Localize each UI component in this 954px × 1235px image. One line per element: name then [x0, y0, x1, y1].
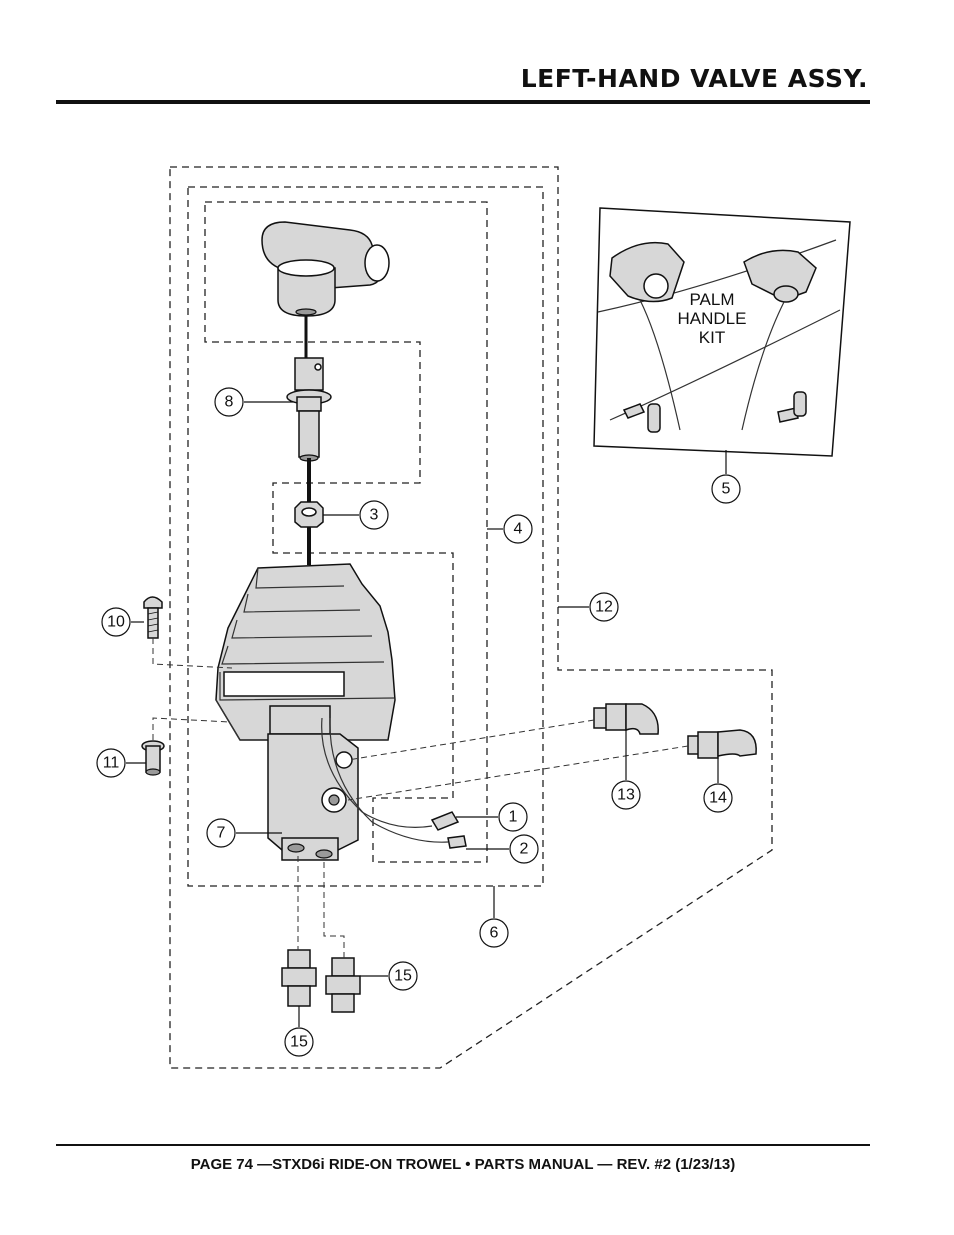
assembly-boundary-4 [204, 201, 488, 863]
callout-8: 8 [214, 387, 244, 417]
assembly-boundary-6 [187, 186, 544, 887]
callout-6: 6 [479, 918, 509, 948]
page-title: LEFT-HAND VALVE ASSY. [520, 64, 868, 93]
hex-nut [294, 501, 324, 528]
callout-7: 7 [206, 818, 236, 848]
callout-1: 1 [498, 802, 528, 832]
callout-2: 2 [509, 834, 539, 864]
svg-text:5: 5 [722, 481, 731, 498]
svg-text:10: 10 [107, 614, 125, 631]
leader-lines [126, 401, 727, 1027]
svg-text:6: 6 [490, 925, 499, 942]
svg-text:15: 15 [290, 1034, 308, 1051]
callout-5: 5 [711, 474, 741, 504]
palm-handle-kit-inset [593, 207, 851, 457]
callout-10: 10 [101, 607, 131, 637]
callout-11: 11 [96, 748, 126, 778]
callout-15-right: 15 [388, 961, 418, 991]
fitting-14-path-line [347, 745, 689, 801]
fitting-13-path-line [347, 719, 595, 761]
footer-rule [56, 1144, 870, 1146]
svg-text:2: 2 [520, 841, 529, 858]
svg-text:12: 12 [595, 599, 613, 616]
svg-text:11: 11 [103, 755, 120, 772]
elbow-fitting-14 [687, 729, 757, 759]
handle-grip [261, 221, 390, 317]
callout-12: 12 [589, 592, 619, 622]
kit-label-line2: HANDLE [678, 309, 747, 328]
kit-label-line1: PALM [689, 290, 734, 309]
svg-text:7: 7 [217, 825, 226, 842]
callout-14: 14 [703, 783, 733, 813]
adapter-fitting-right [325, 957, 361, 1013]
svg-text:15: 15 [394, 968, 412, 985]
shaft-adapter [286, 357, 332, 462]
callout-3: 3 [359, 500, 389, 530]
page-footer: PAGE 74 —STXD6i RIDE-ON TROWEL • PARTS M… [190, 1156, 736, 1173]
kit-label-line3: KIT [699, 328, 725, 347]
adapter-right-path-line [323, 862, 345, 958]
svg-text:8: 8 [225, 394, 234, 411]
elbow-fitting-13 [593, 703, 659, 735]
rubber-boot [215, 563, 396, 741]
bushing [141, 740, 165, 776]
callout-4: 4 [503, 514, 533, 544]
svg-text:14: 14 [709, 790, 727, 807]
screw [143, 596, 163, 639]
bushing-path-line [152, 717, 231, 740]
callout-13: 13 [611, 780, 641, 810]
switch-wires [321, 717, 467, 849]
callout-15-bottom: 15 [284, 1027, 314, 1057]
svg-text:3: 3 [370, 507, 379, 524]
svg-text:1: 1 [509, 809, 518, 826]
assembly-boundary-12 [169, 166, 773, 1069]
svg-text:4: 4 [514, 521, 523, 538]
adapter-fitting-left [281, 949, 317, 1007]
screw-path-line [152, 638, 233, 669]
svg-text:13: 13 [617, 787, 635, 804]
header-rule [56, 100, 870, 104]
